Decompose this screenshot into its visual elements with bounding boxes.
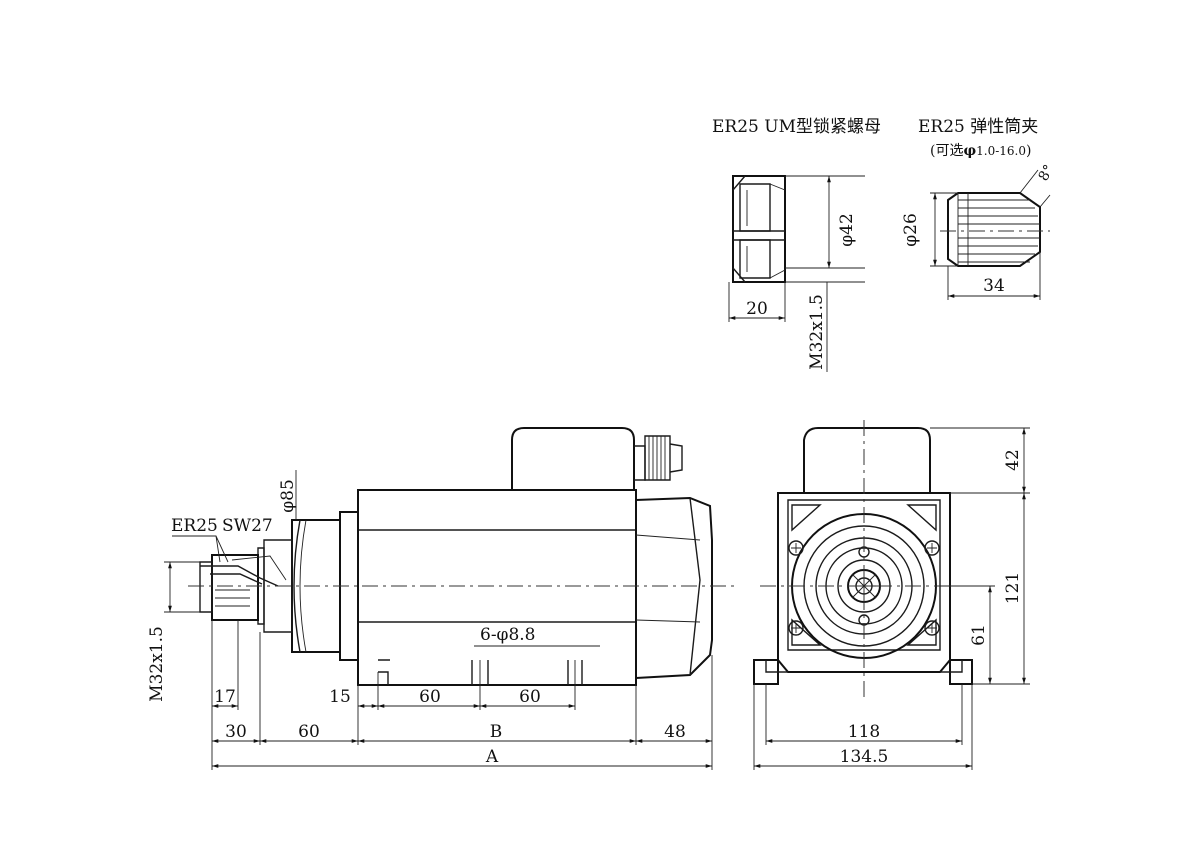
side-sw-label: SW27: [222, 516, 273, 536]
nut-diameter-label: φ42: [837, 213, 857, 247]
dim-17-label: 17: [214, 687, 236, 707]
dim-48-label: 48: [664, 722, 686, 742]
front-61-label: 61: [969, 624, 989, 646]
side-flange-label: φ85: [278, 479, 298, 513]
nut-title: ER25 UM型锁紧螺母: [712, 117, 881, 137]
collet-angle-label: 8°: [1036, 162, 1058, 184]
dim-60b-label: 60: [519, 687, 541, 707]
front-121-label: 121: [1003, 572, 1023, 604]
front-134-label: 134.5: [840, 747, 889, 767]
nut-thread-label: M32x1.5: [807, 294, 827, 370]
spindle-side-view: ER25 SW27 φ85 M32x1.5 6-φ8.8 17 15 60 60…: [147, 427, 735, 770]
side-er-label: ER25: [171, 516, 218, 536]
dim-60a-label: 60: [419, 687, 441, 707]
dim-holes-label: 6-φ8.8: [480, 625, 536, 645]
dim-30-label: 30: [225, 722, 247, 742]
collet-diameter-label: φ26: [901, 213, 921, 247]
collet-drawing: ER25 弹性筒夹 (可选φ1.0-16.0) φ26 34 8°: [901, 117, 1057, 300]
collet-length-label: 34: [983, 276, 1005, 296]
collet-sub-range: 1.0-16.0: [976, 144, 1026, 158]
collet-sub-close: ): [1026, 143, 1031, 159]
collet-sub-prefix: (可选: [930, 143, 963, 159]
svg-text:(可选φ1.0-16.0): (可选φ1.0-16.0): [930, 143, 1031, 159]
front-42-label: 42: [1003, 449, 1023, 471]
front-118-label: 118: [848, 722, 880, 742]
nut-width-label: 20: [746, 299, 768, 319]
dim-15-label: 15: [329, 687, 351, 707]
dim-b-label: B: [490, 722, 503, 742]
nut-drawing: ER25 UM型锁紧螺母 φ42 20 M32x1.5: [712, 117, 881, 372]
collet-sub-phi: φ: [963, 143, 976, 159]
spindle-front-view: 42 121 61 118 134.5: [753, 420, 1030, 770]
collet-title: ER25 弹性筒夹: [918, 117, 1038, 137]
side-thread-label: M32x1.5: [147, 626, 167, 702]
dim-60c-label: 60: [298, 722, 320, 742]
dim-a-label: A: [485, 747, 499, 767]
